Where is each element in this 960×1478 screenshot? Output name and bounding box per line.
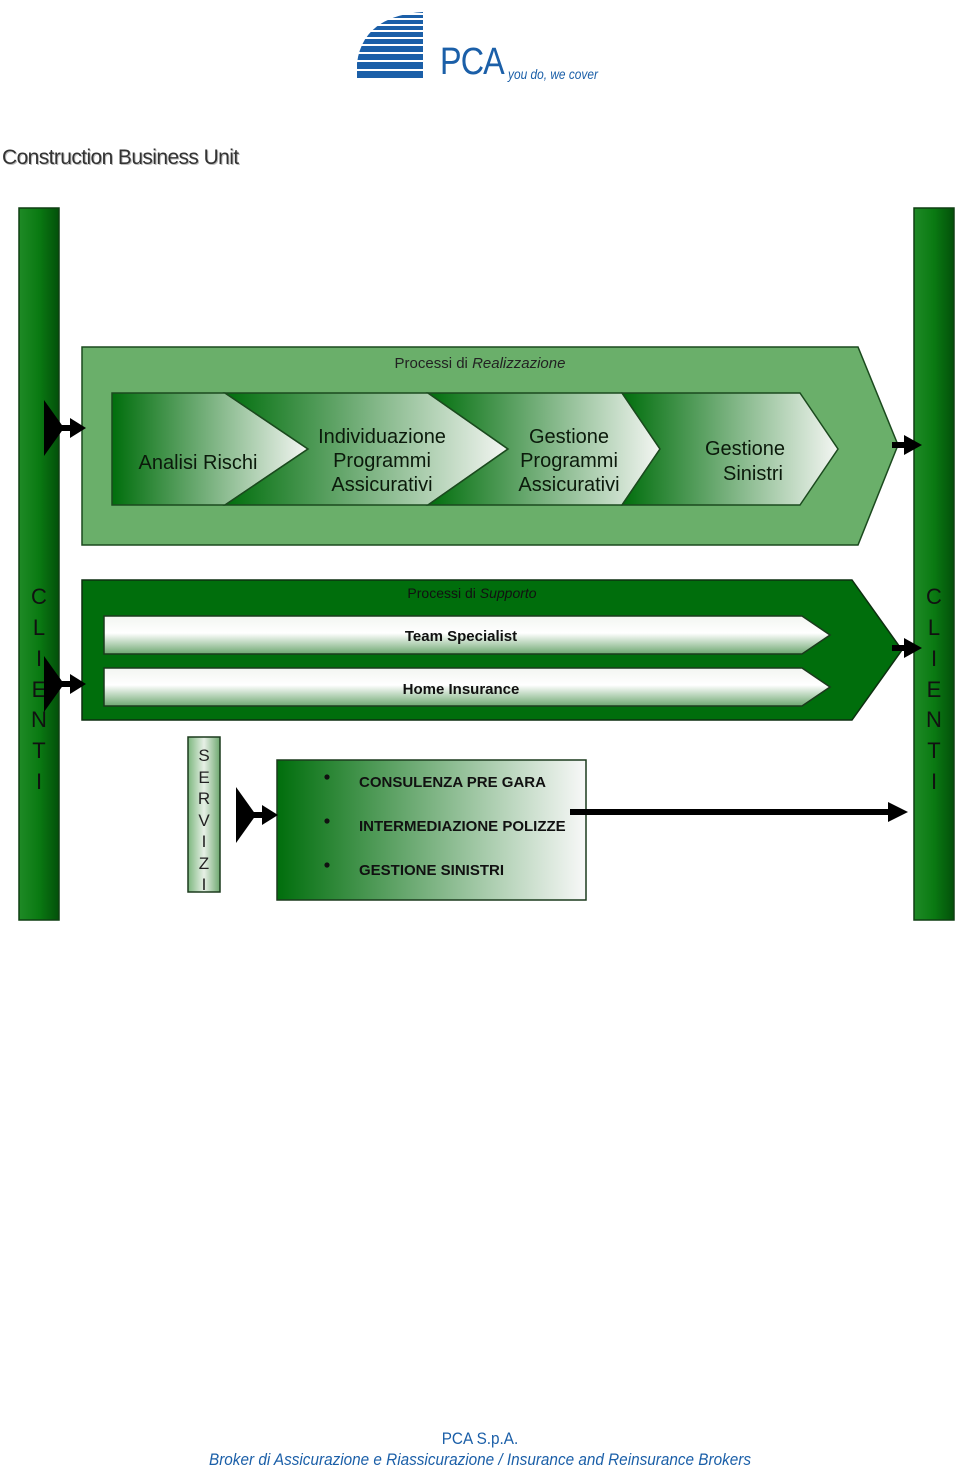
svg-text:Sinistri: Sinistri xyxy=(723,463,783,485)
svg-text:T: T xyxy=(32,738,45,763)
svg-text:I: I xyxy=(202,875,207,894)
svg-text:E: E xyxy=(198,768,209,787)
svg-text:T: T xyxy=(927,738,940,763)
svg-text:S: S xyxy=(198,746,209,765)
arrow-services-to-client xyxy=(570,802,908,822)
svg-text:N: N xyxy=(926,707,942,732)
logo-tagline: you do, we cover xyxy=(508,66,598,82)
svg-text:C: C xyxy=(31,584,47,609)
svg-text:Team Specialist: Team Specialist xyxy=(405,628,517,645)
service-item: INTERMEDIAZIONE POLIZZE xyxy=(359,818,566,835)
clients-label-left: C L I E N T I xyxy=(31,584,47,794)
svg-text:Analisi Rischi: Analisi Rischi xyxy=(139,452,258,474)
step-gestione-sinistri: Gestione Sinistri xyxy=(620,392,839,506)
page-title: Construction Business Unit xyxy=(2,146,239,169)
arrow-servizi-to-services xyxy=(236,787,278,843)
svg-text:Gestione: Gestione xyxy=(705,438,785,460)
svg-text:Programmi: Programmi xyxy=(520,450,618,472)
svg-text:Gestione: Gestione xyxy=(529,426,609,448)
pca-logo xyxy=(355,8,605,86)
clients-pillar-right xyxy=(913,207,955,921)
servizi-label: S E R V I Z I xyxy=(198,746,210,894)
service-item: CONSULENZA PRE GARA xyxy=(359,774,546,791)
step-gestione-programmi: Gestione Programmi Assicurativi xyxy=(425,392,661,506)
servizi-box xyxy=(187,736,221,893)
step-analisi-rischi: Analisi Rischi xyxy=(111,392,310,506)
clients-pillar-left xyxy=(18,207,60,921)
svg-text:Programmi: Programmi xyxy=(333,450,431,472)
footer-description: Broker di Assicurazione e Riassicurazion… xyxy=(209,1450,751,1469)
logo-dome-icon xyxy=(357,12,423,78)
svg-text:L: L xyxy=(33,615,45,640)
realization-label: Processi di Realizzazione xyxy=(395,355,566,372)
svg-text:N: N xyxy=(31,707,47,732)
support-bar-team-specialist: Team Specialist xyxy=(103,615,832,655)
logo-name: PCA xyxy=(440,41,505,83)
svg-text:C: C xyxy=(926,584,942,609)
svg-text:Z: Z xyxy=(199,854,209,873)
svg-text:I: I xyxy=(931,646,937,671)
svg-text:I: I xyxy=(36,646,42,671)
arrow-client-to-realization xyxy=(44,400,86,456)
svg-text:Assicurativi: Assicurativi xyxy=(518,474,619,496)
bullet-icon xyxy=(324,818,330,824)
svg-text:E: E xyxy=(927,677,942,702)
svg-text:I: I xyxy=(36,769,42,794)
support-label: Processi di Supporto xyxy=(407,585,536,601)
svg-text:I: I xyxy=(202,832,207,851)
bullet-icon xyxy=(324,862,330,868)
svg-text:I: I xyxy=(931,769,937,794)
process-diagram: Processi di Realizzazione Analisi Rischi… xyxy=(18,207,955,921)
arrow-support-to-client xyxy=(892,638,922,658)
svg-text:L: L xyxy=(928,615,940,640)
svg-text:Individuazione: Individuazione xyxy=(318,426,446,448)
bullet-icon xyxy=(324,774,330,780)
svg-text:V: V xyxy=(198,811,210,830)
svg-text:Home Insurance: Home Insurance xyxy=(403,681,520,698)
svg-text:E: E xyxy=(32,677,47,702)
services-box xyxy=(276,759,587,901)
arrow-client-to-support xyxy=(44,656,86,712)
svg-text:Assicurativi: Assicurativi xyxy=(331,474,432,496)
arrow-realization-to-client xyxy=(892,435,922,455)
footer-company: PCA S.p.A. xyxy=(441,1429,519,1448)
svg-text:R: R xyxy=(198,789,210,808)
service-item: GESTIONE SINISTRI xyxy=(359,862,504,879)
clients-label-right: C L I E N T I xyxy=(926,584,942,794)
support-bar-home-insurance: Home Insurance xyxy=(103,667,832,707)
